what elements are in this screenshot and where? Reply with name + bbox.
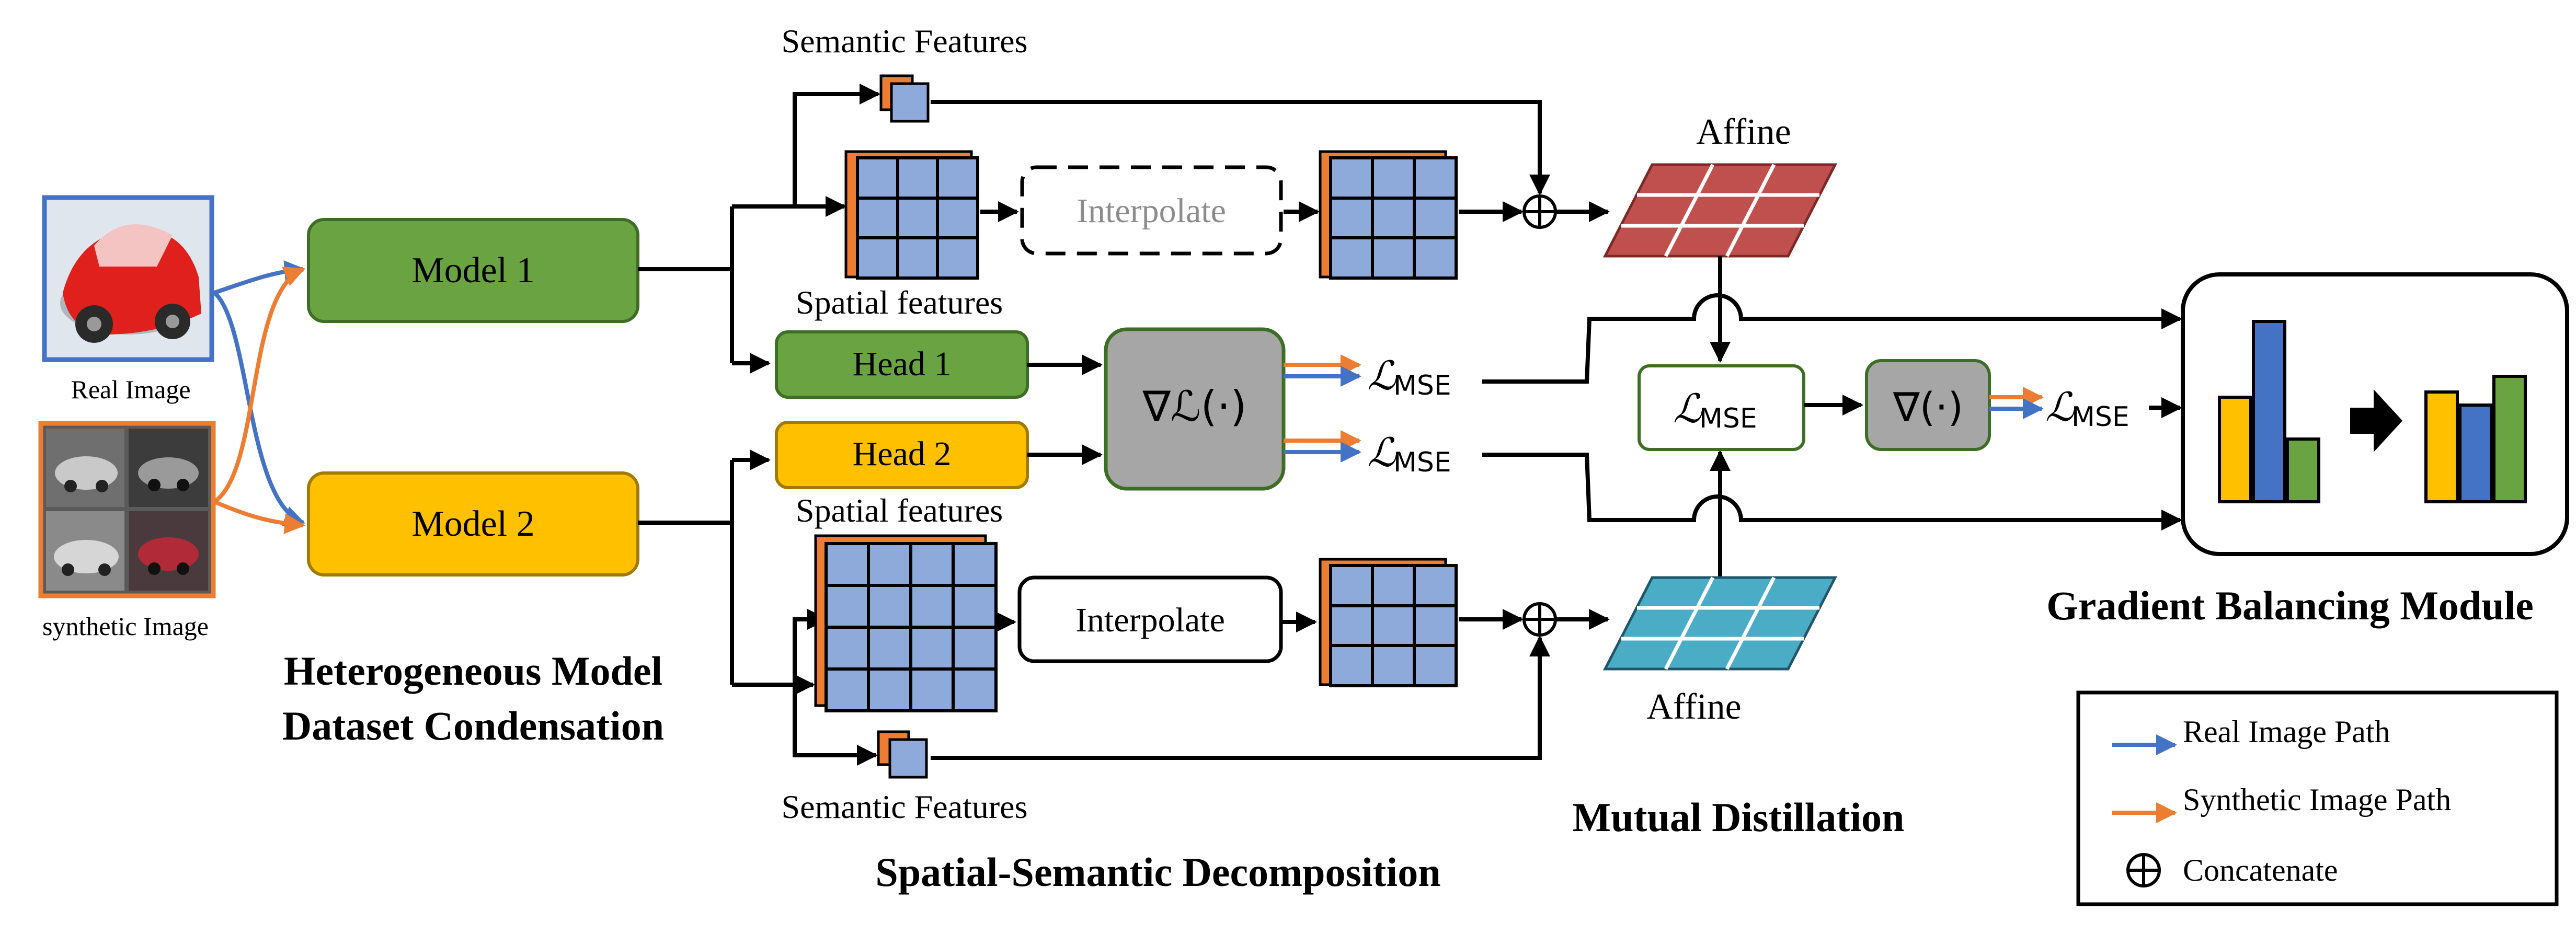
spatial-features-top-label: Spatial features	[796, 284, 1003, 321]
real-image	[42, 195, 214, 362]
semantic-features-bottom-label: Semantic Features	[782, 788, 1028, 825]
grad-outputs	[1284, 354, 1361, 463]
spatial-feature-bottom	[814, 534, 998, 712]
model-2-label: Model 2	[411, 504, 534, 544]
interpolated-feature-bottom	[1319, 558, 1458, 687]
interpolate-top-label: Interpolate	[1077, 192, 1226, 230]
spatial-features-bottom-label: Spatial features	[796, 492, 1003, 529]
mutual-loss-box: ℒ MSE	[1638, 364, 1805, 451]
interpolate-bottom-box: Interpolate	[1017, 575, 1283, 663]
semantic-feature-top	[879, 74, 930, 123]
head-1-box: Head 1	[775, 330, 1029, 399]
spatial-feature-top	[844, 150, 979, 280]
mutual-title: Mutual Distillation	[1573, 794, 1905, 840]
gradient-balancing-box	[2181, 272, 2569, 556]
synthetic-image-paths	[213, 267, 305, 534]
head-2-box: Head 2	[775, 421, 1029, 489]
head-1-label: Head 1	[853, 345, 952, 383]
svg-text:MSE: MSE	[1393, 447, 1451, 478]
model-1-box: Model 1	[307, 218, 639, 323]
legend-concat-icon	[2126, 853, 2161, 887]
semantic-feature-bottom	[877, 730, 928, 779]
model-1-branches	[638, 84, 880, 374]
concat-icon-bottom	[1522, 602, 1557, 637]
legend-concat: Concatenate	[2183, 853, 2338, 887]
synthetic-image-label: synthetic Image	[42, 612, 209, 641]
concat-icon-top	[1522, 194, 1557, 229]
affine-bottom-label: Affine	[1646, 687, 1741, 727]
affine-grid-top	[1602, 163, 1838, 258]
loss-mse-1: ℒ MSE	[1367, 354, 1451, 401]
affine-grid-bottom	[1602, 576, 1838, 671]
hetero-title-line1: Heterogeneous Model	[284, 648, 662, 694]
svg-text:ℒ: ℒ	[1367, 354, 1397, 398]
svg-text:ℒ: ℒ	[2045, 386, 2075, 430]
legend-real-path: Real Image Path	[2183, 714, 2390, 749]
grad-op-box: ∇(·)	[1865, 359, 1991, 451]
mse2-route	[1482, 453, 2182, 531]
mse1-route	[1482, 293, 2182, 384]
svg-text:MSE: MSE	[2071, 401, 2130, 433]
svg-text:ℒ: ℒ	[1673, 387, 1703, 431]
hetero-title-line2: Dataset Condensation	[282, 703, 664, 748]
loss-mse-3: ℒ MSE	[2045, 386, 2130, 433]
interpolate-bottom-label: Interpolate	[1075, 601, 1225, 639]
svg-text:ℒ: ℒ	[1367, 431, 1397, 475]
ssd-title: Spatial-Semantic Decomposition	[875, 849, 1440, 895]
loss-mse-2: ℒ MSE	[1367, 431, 1451, 478]
head-2-label: Head 2	[853, 435, 952, 473]
semantic-features-top-label: Semantic Features	[782, 22, 1028, 60]
grad-op-outputs	[1989, 387, 2044, 419]
gbm-title: Gradient Balancing Module	[2046, 583, 2534, 628]
svg-text:MSE: MSE	[1699, 403, 1757, 434]
svg-text:MSE: MSE	[1393, 370, 1451, 401]
legend-synthetic-path: Synthetic Image Path	[2183, 782, 2451, 817]
model-1-label: Model 1	[411, 250, 534, 291]
model-2-box: Model 2	[307, 471, 639, 576]
real-image-label: Real Image	[71, 375, 190, 404]
affine-top-label: Affine	[1696, 112, 1791, 152]
interpolated-feature-top	[1319, 150, 1458, 280]
semantic-bottom-line	[931, 636, 1550, 760]
semantic-top-line	[931, 100, 1550, 195]
interpolate-top-box: Interpolate	[1020, 165, 1283, 256]
grad-loss-label: ∇ℒ(·)	[1142, 382, 1247, 431]
synthetic-image	[38, 421, 216, 598]
svg-text:∇(·): ∇(·)	[1893, 384, 1963, 430]
grad-loss-box: ∇ℒ(·)	[1104, 327, 1286, 491]
legend: Real Image Path Synthetic Image Path Con…	[2076, 690, 2559, 906]
